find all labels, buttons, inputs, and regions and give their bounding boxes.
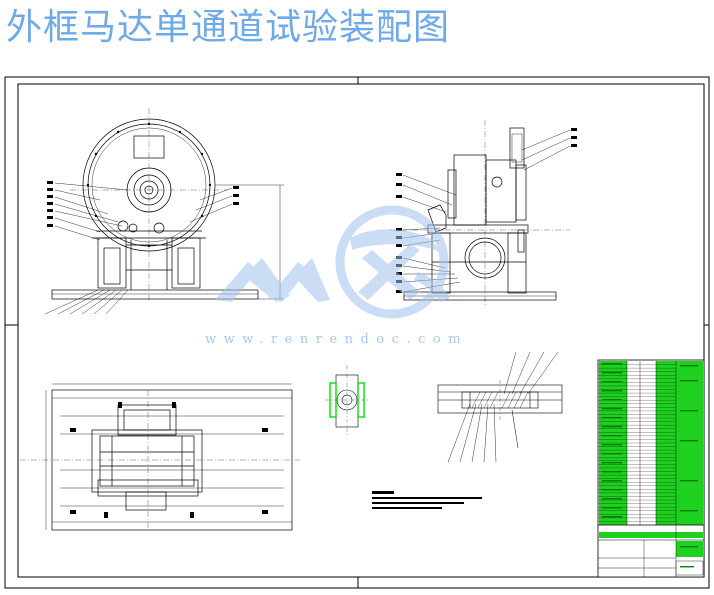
watermark-url: www.renrendoc.com bbox=[205, 332, 469, 347]
detail-view-a-highlight bbox=[329, 382, 365, 418]
top-view bbox=[20, 383, 300, 531]
front-view-callouts bbox=[47, 181, 239, 227]
technical-notes bbox=[372, 491, 482, 509]
front-view-leaders bbox=[44, 182, 233, 315]
inner-frame bbox=[17, 83, 705, 578]
detail-view-a bbox=[325, 365, 370, 435]
drawing-title: 外框马达单通道试验装配图 bbox=[6, 7, 451, 48]
section-view-leaders bbox=[447, 351, 559, 463]
top-view-bolts bbox=[70, 402, 268, 518]
section-view-hatch bbox=[471, 391, 529, 409]
outer-frame bbox=[4, 76, 710, 589]
section-view bbox=[437, 380, 563, 420]
watermark-logo bbox=[215, 205, 450, 319]
side-view-callouts bbox=[396, 128, 577, 293]
title-block bbox=[597, 359, 705, 578]
title-block-cells bbox=[602, 363, 698, 568]
